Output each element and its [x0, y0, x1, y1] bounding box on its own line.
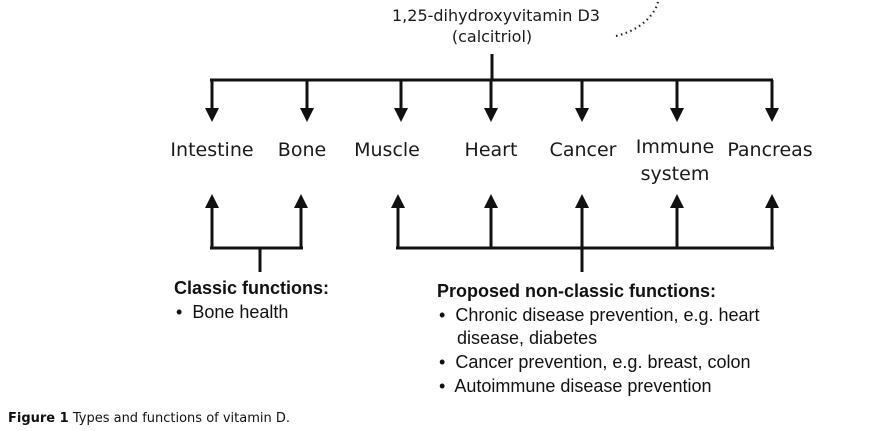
down-arrows	[205, 80, 779, 122]
classic-item: • Bone health	[176, 302, 288, 323]
non-classic-item-continued: disease, diabetes	[457, 328, 598, 348]
classic-item-text: Bone health	[192, 302, 289, 322]
target-bone: Bone	[277, 139, 327, 161]
non-classic-item-text: Autoimmune disease prevention	[454, 376, 712, 396]
non-classic-item-text: Chronic disease prevention, e.g. heart	[455, 305, 760, 325]
bullet-dot: •	[176, 302, 183, 322]
figure-caption-text: Types and functions of vitamin D.	[68, 411, 291, 426]
target-muscle: Muscle	[354, 139, 420, 161]
target-pancreas: Pancreas	[727, 139, 813, 161]
arrow-down-bone	[300, 80, 314, 122]
compound-alias: (calcitriol)	[451, 27, 533, 46]
target-heart: Heart	[464, 139, 518, 161]
non-classic-item: • Autoimmune disease prevention	[439, 376, 711, 397]
arrow-down-pancreas	[765, 80, 779, 122]
non-classic-item: • Chronic disease prevention, e.g. heart	[439, 305, 760, 326]
compound-name: 1,25-dihydroxyvitamin D3	[392, 6, 600, 25]
non-classic-heading: Proposed non-classic functions:	[437, 281, 717, 301]
classic-bracket	[205, 194, 308, 272]
arrow-down-immune	[670, 80, 684, 122]
bullet-dot: •	[439, 352, 446, 372]
arrow-down-intestine	[205, 80, 219, 122]
classic-heading: Classic functions:	[174, 278, 330, 298]
dotted-arc	[615, 0, 660, 38]
arrow-down-cancer	[575, 80, 589, 122]
arrow-down-muscle	[394, 80, 408, 122]
non-classic-item: • Cancer prevention, e.g. breast, colon	[439, 352, 751, 373]
figure-caption-label: Figure 1	[8, 411, 69, 426]
non-classic-bracket	[391, 194, 779, 272]
arrow-down-heart	[484, 80, 498, 122]
figure-caption: Figure 1 Types and functions of vitamin …	[8, 411, 290, 426]
bullet-dot: •	[439, 376, 446, 396]
target-intestine: Intestine	[170, 139, 254, 161]
target-immune: Immune	[635, 136, 715, 158]
non-classic-item-text: Cancer prevention, e.g. breast, colon	[455, 352, 751, 372]
target-cancer: Cancer	[549, 139, 617, 161]
target-immune-line2: system	[640, 163, 710, 185]
bullet-dot: •	[439, 305, 446, 325]
